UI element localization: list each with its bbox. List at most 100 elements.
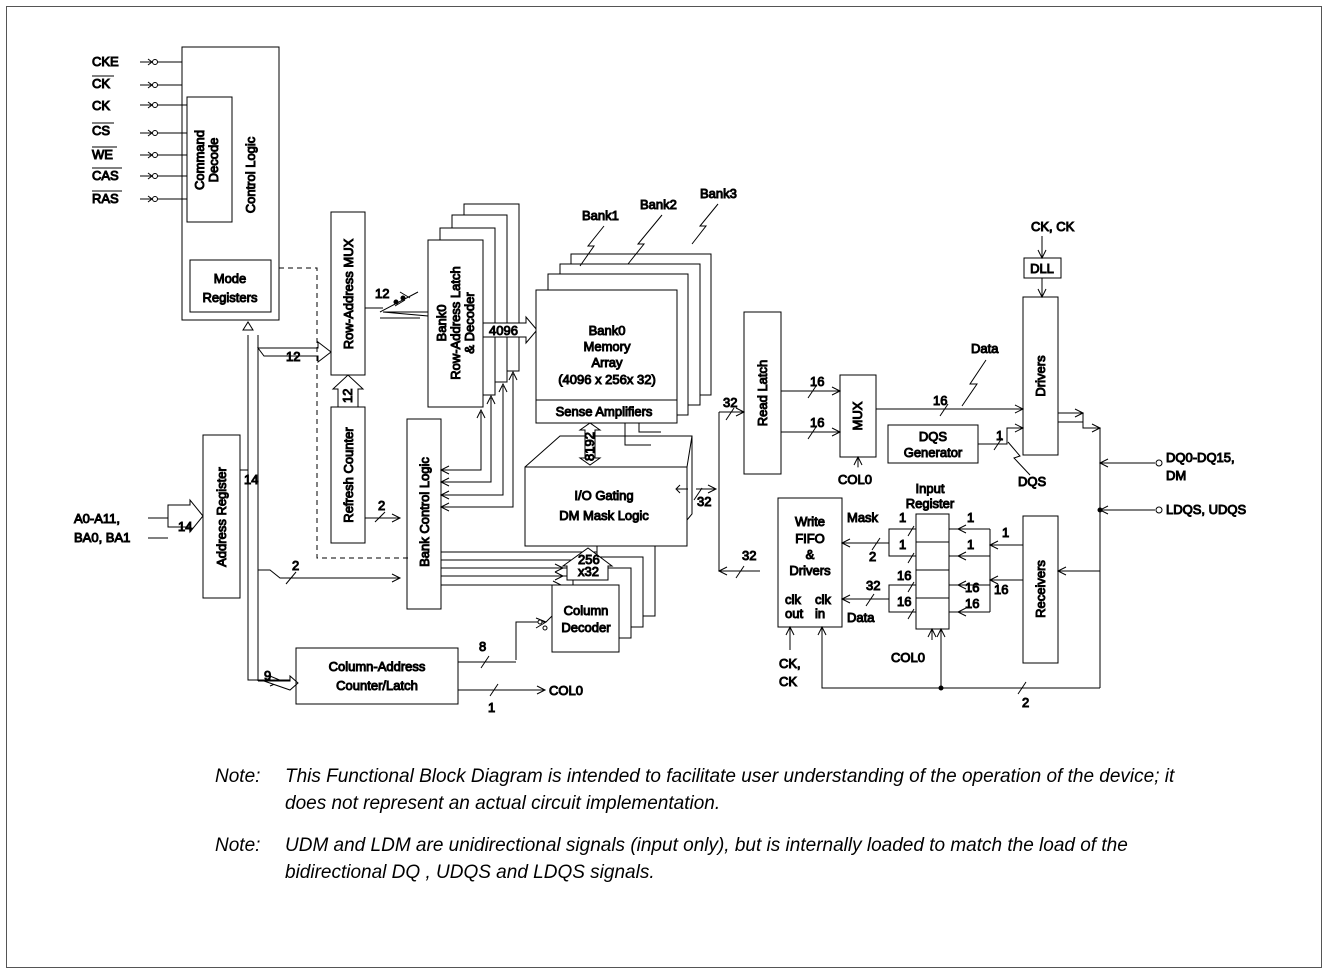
- ck-fifo-2: CK: [779, 674, 797, 689]
- bus-width-14-addr: 14: [178, 519, 192, 534]
- bus-width-12-rowmux-in: 12: [286, 349, 300, 364]
- bank3-label: Bank3: [700, 186, 737, 201]
- bus-width-1-ir-c: 1: [899, 510, 906, 525]
- read-latch-block: [743, 311, 782, 475]
- signal-cke: CKE: [92, 54, 119, 69]
- mode-registers-label-1: Mode: [214, 271, 247, 286]
- bank-control-logic-label: Bank Control Logic: [417, 457, 432, 567]
- receivers-block: [1022, 515, 1059, 664]
- col0-label-mux: COL0: [838, 472, 872, 487]
- ck-fifo-1: CK,: [779, 656, 801, 671]
- memory-array-label-4: (4096 x 256x 32): [558, 372, 656, 387]
- col-counter-label-2: Counter/Latch: [336, 678, 418, 693]
- col-256-label: 256: [578, 552, 600, 567]
- row-latch-label-1: Bank0: [434, 305, 449, 342]
- note-1: Note: This Functional Block Diagram is i…: [215, 763, 1215, 817]
- bus-width-8: 8: [479, 639, 486, 654]
- bus-width-32-fifo: 32: [742, 548, 756, 563]
- column-decoder-label-1: Column: [564, 603, 609, 618]
- signal-dm: DM: [1166, 468, 1186, 483]
- write-fifo-label-4: Drivers: [789, 563, 831, 578]
- bus-width-16-ir-a: 16: [965, 580, 979, 595]
- command-decode-label-1: Command: [192, 130, 207, 190]
- bus-width-2-bottom: 2: [1022, 695, 1029, 710]
- read-latch-label: Read Latch: [755, 360, 770, 427]
- input-register-block: [915, 513, 950, 630]
- col-counter-label-1: Column-Address: [329, 659, 426, 674]
- column-address-counter-block: [295, 647, 459, 705]
- bus-width-12-refresh: 12: [340, 389, 355, 403]
- diagram-frame: [6, 6, 1322, 968]
- bus-width-16-data: 16: [933, 393, 947, 408]
- io-gating-label-2: DM Mask Logic: [559, 508, 649, 523]
- dqs-generator-label-1: DQS: [919, 429, 948, 444]
- signal-ck-bar: CK: [92, 76, 110, 91]
- bus-width-8192: 8192: [582, 432, 597, 461]
- bus-width-1-dqs: 1: [996, 428, 1003, 443]
- refresh-counter-label: Refresh Counter: [341, 427, 356, 523]
- io-gating-block: [524, 466, 688, 547]
- sense-amplifiers-label: Sense Amplifiers: [556, 404, 653, 419]
- bus-width-2-bank: 2: [292, 558, 299, 573]
- drivers-label: Drivers: [1033, 355, 1048, 397]
- bus-width-2-refresh: 2: [378, 498, 385, 513]
- signal-addr-1: A0-A11,: [74, 511, 120, 526]
- bus-width-1-recv: 1: [1002, 525, 1009, 540]
- signal-cs: CS: [92, 123, 110, 138]
- col0-label-ir: COL0: [891, 650, 925, 665]
- bus-width-12-rowmux-out: 12: [375, 286, 389, 301]
- signal-cas: CAS: [92, 168, 119, 183]
- row-latch-label-3: & Decoder: [462, 292, 477, 354]
- data-label-fifo: Data: [847, 610, 875, 625]
- note-1-text: This Functional Block Diagram is intende…: [285, 766, 1175, 814]
- bus-width-16-recv: 16: [994, 582, 1008, 597]
- note-1-label: Note:: [215, 766, 261, 787]
- clk-in-label-2: in: [815, 606, 825, 621]
- memory-array-label-2: Memory: [584, 339, 631, 354]
- data-label: Data: [971, 341, 999, 356]
- clk-out-label-1: clk: [785, 592, 801, 607]
- input-register-label-1: Input: [916, 481, 945, 496]
- bus-width-16-mux-b: 16: [810, 415, 824, 430]
- row-address-mux-label: Row-Address MUX: [341, 238, 356, 349]
- signal-we: WE: [92, 147, 113, 162]
- signal-dq: DQ0-DQ15,: [1166, 450, 1235, 465]
- command-decode-label-2: Decode: [206, 138, 221, 183]
- write-fifo-label-3: &: [806, 547, 815, 562]
- bus-width-1-ir-d: 1: [899, 537, 906, 552]
- bus-width-16-ir-b: 16: [965, 596, 979, 611]
- row-latch-label-2: Row-Address Latch: [448, 266, 463, 379]
- address-register-label: Address Register: [214, 466, 229, 566]
- bus-width-32-readlatch: 32: [723, 395, 737, 410]
- bank2-label: Bank2: [640, 197, 677, 212]
- column-decoder-block: [551, 584, 620, 653]
- memory-array-block: [535, 289, 678, 424]
- mode-registers-block: [189, 259, 272, 313]
- bank-control-logic-block: [406, 418, 442, 610]
- ck-ckbar-top: CK, CK: [1031, 219, 1075, 234]
- row-address-latch-block: [427, 239, 484, 408]
- memory-array-label-1: Bank0: [589, 323, 626, 338]
- receivers-label: Receivers: [1033, 560, 1048, 618]
- write-fifo-block: [777, 497, 843, 628]
- bus-width-1-ir-a: 1: [967, 510, 974, 525]
- bus-width-1-col0: 1: [488, 700, 495, 715]
- note-2-label: Note:: [215, 835, 261, 856]
- write-fifo-label-1: Write: [795, 514, 825, 529]
- clk-in-label-1: clk: [815, 592, 831, 607]
- mux-label: MUX: [850, 401, 865, 430]
- drivers-block: [1022, 296, 1059, 456]
- mask-label: Mask: [847, 510, 879, 525]
- signal-ck: CK: [92, 98, 110, 113]
- bus-width-32-data: 32: [866, 578, 880, 593]
- bus-width-16-ir-d: 16: [897, 594, 911, 609]
- column-decoder-label-2: Decoder: [561, 620, 611, 635]
- note-2: Note: UDM and LDM are unidirectional sig…: [215, 832, 1215, 886]
- control-logic-label: Control Logic: [243, 136, 258, 213]
- signal-ldqs: LDQS, UDQS: [1166, 502, 1247, 517]
- dll-label: DLL: [1030, 261, 1054, 276]
- bus-width-2-mask: 2: [869, 549, 876, 564]
- bus-width-9: 9: [264, 668, 271, 683]
- bus-width-16-ir-c: 16: [897, 568, 911, 583]
- signal-addr-2: BA0, BA1: [74, 530, 130, 545]
